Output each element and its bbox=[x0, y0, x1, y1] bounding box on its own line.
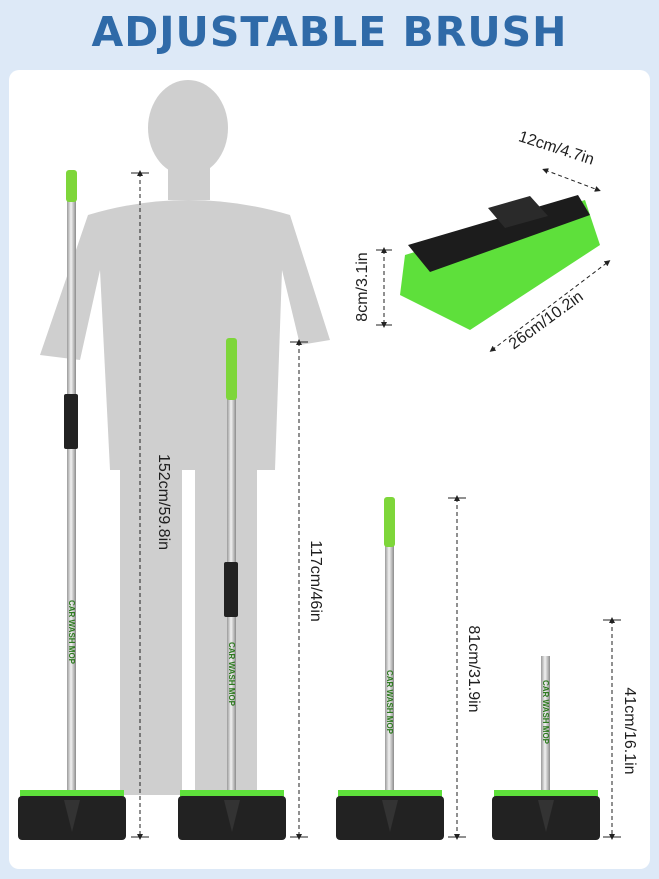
mop-117cm bbox=[178, 338, 286, 840]
mop-81cm bbox=[336, 497, 444, 840]
length-label-41: 41cm/16.1in bbox=[621, 687, 638, 775]
length-label-81: 81cm/31.9in bbox=[465, 625, 482, 713]
handle-text-1: CAR WASH MOP bbox=[67, 600, 76, 665]
person-silhouette bbox=[40, 80, 330, 795]
page-title: ADJUSTABLE BRUSH bbox=[91, 8, 568, 56]
mop-41cm bbox=[492, 656, 600, 840]
length-label-117: 117cm/46in bbox=[307, 540, 324, 622]
dimension-lines bbox=[137, 168, 615, 840]
length-label-152: 152cm/59.8in bbox=[155, 453, 172, 551]
handle-text-3: CAR WASH MOP bbox=[385, 670, 394, 735]
brush-height-label: 8cm/3.1in bbox=[354, 252, 371, 322]
mop-152cm bbox=[18, 170, 126, 840]
handle-text-4: CAR WASH MOP bbox=[541, 680, 550, 745]
handle-text-2: CAR WASH MOP bbox=[227, 642, 236, 707]
